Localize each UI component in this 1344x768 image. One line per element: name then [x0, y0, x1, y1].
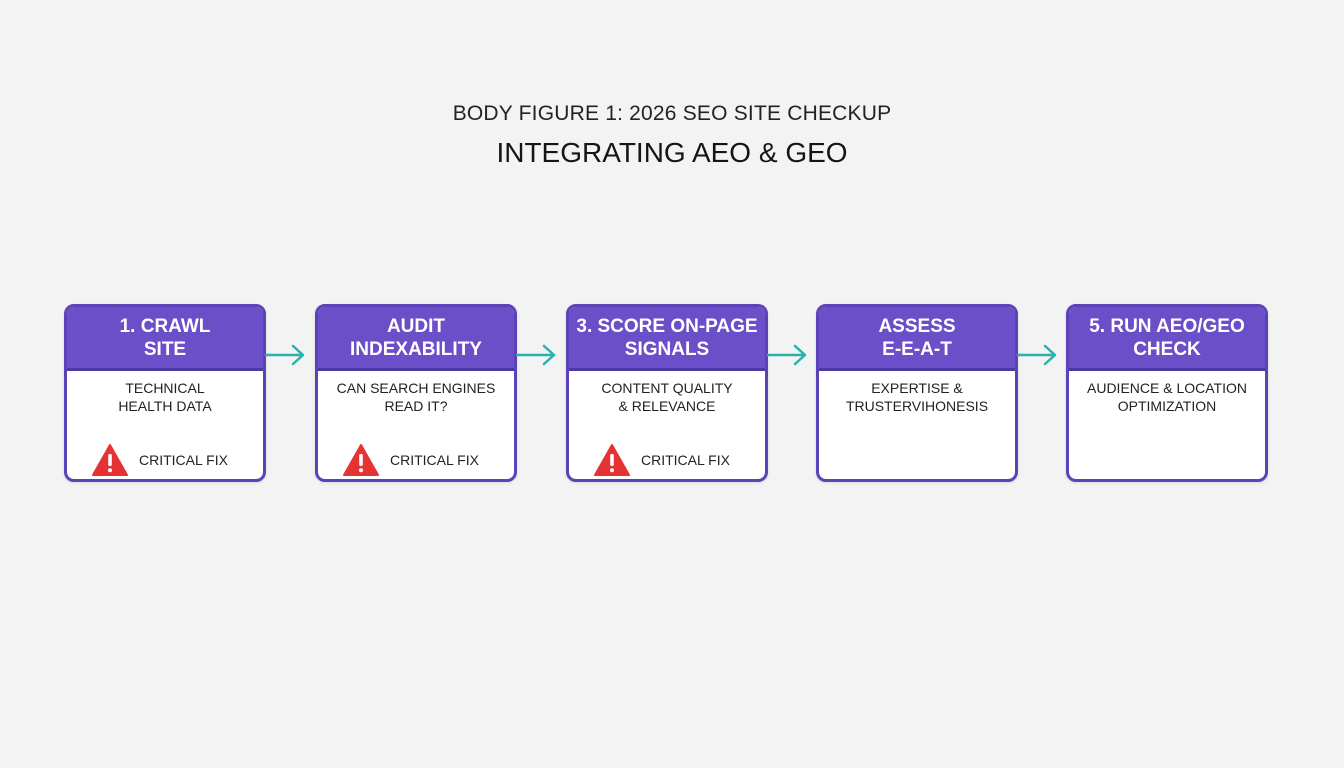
critical-fix-flag: CRITICAL FIX	[91, 443, 228, 477]
warning-triangle-icon	[594, 444, 630, 476]
arrow-right-icon	[515, 344, 556, 366]
figure-title: INTEGRATING AEO & GEO	[496, 137, 848, 168]
critical-fix-label: CRITICAL FIX	[641, 452, 730, 468]
critical-fix-label: CRITICAL FIX	[390, 452, 479, 468]
step-header: 1. CRAWL SITE	[67, 307, 263, 371]
step-body: CONTENT QUALITY & RELEVANCE	[569, 371, 765, 415]
step-description-line: CONTENT QUALITY	[601, 380, 733, 396]
step-header: 5. RUN AEO/GEO CHECK	[1069, 307, 1265, 371]
step-title-line: AUDIT	[386, 315, 446, 337]
critical-fix-label: CRITICAL FIX	[139, 452, 228, 468]
step-header: AUDIT INDEXABILITY	[318, 307, 514, 371]
step-description-line: TECHNICAL	[125, 380, 205, 396]
step-title-line: 3. SCORE ON-PAGE	[576, 315, 758, 337]
arrow-right-icon	[1016, 344, 1057, 366]
step-title-line: SIGNALS	[624, 338, 710, 360]
step-description-line: TRUSTERVIHONESIS	[845, 398, 989, 414]
step-description-line: EXPERTISE &	[871, 380, 963, 396]
step-title-line: 1. CRAWL	[119, 315, 211, 337]
arrow-right-icon	[766, 344, 807, 366]
figure-subtitle: BODY FIGURE 1: 2026 SEO SITE CHECKUP	[452, 102, 892, 125]
arrow-right-icon	[264, 344, 305, 366]
figure-header: BODY FIGURE 1: 2026 SEO SITE CHECKUP INT…	[0, 100, 1344, 170]
step-header: 3. SCORE ON-PAGE SIGNALS	[569, 307, 765, 371]
step-description-line: READ IT?	[384, 398, 448, 414]
step-card-audit-indexability: AUDIT INDEXABILITY CAN SEARCH ENGINES RE…	[315, 304, 517, 482]
step-title-line: SITE	[143, 338, 187, 360]
step-title-line: 5. RUN AEO/GEO	[1089, 315, 1245, 337]
step-body: EXPERTISE & TRUSTERVIHONESIS	[819, 371, 1015, 415]
step-description-line: AUDIENCE & LOCATION	[1087, 380, 1247, 396]
step-body: AUDIENCE & LOCATION OPTIMIZATION	[1069, 371, 1265, 415]
step-description-line: CAN SEARCH ENGINES	[336, 380, 496, 396]
critical-fix-flag: CRITICAL FIX	[593, 443, 730, 477]
step-body: CAN SEARCH ENGINES READ IT?	[318, 371, 514, 415]
step-description-line: & RELEVANCE	[618, 398, 716, 414]
step-title-line: INDEXABILITY	[350, 338, 482, 360]
step-card-assess-eeat: ASSESS E-E-A-T EXPERTISE & TRUSTERVIHONE…	[816, 304, 1018, 482]
step-description-line: HEALTH DATA	[118, 398, 212, 414]
step-card-run-aeo-geo-check: 5. RUN AEO/GEO CHECK AUDIENCE & LOCATION…	[1066, 304, 1268, 482]
warning-triangle-icon	[343, 444, 379, 476]
step-body: TECHNICAL HEALTH DATA	[67, 371, 263, 415]
step-title-line: E-E-A-T	[882, 338, 952, 360]
step-card-score-on-page-signals: 3. SCORE ON-PAGE SIGNALS CONTENT QUALITY…	[566, 304, 768, 482]
step-title-line: ASSESS	[878, 315, 956, 337]
step-title-line: CHECK	[1133, 338, 1201, 360]
warning-triangle-icon	[92, 444, 128, 476]
step-card-crawl-site: 1. CRAWL SITE TECHNICAL HEALTH DATA CRIT…	[64, 304, 266, 482]
critical-fix-flag: CRITICAL FIX	[342, 443, 479, 477]
step-header: ASSESS E-E-A-T	[819, 307, 1015, 371]
step-description-line: OPTIMIZATION	[1117, 398, 1217, 414]
